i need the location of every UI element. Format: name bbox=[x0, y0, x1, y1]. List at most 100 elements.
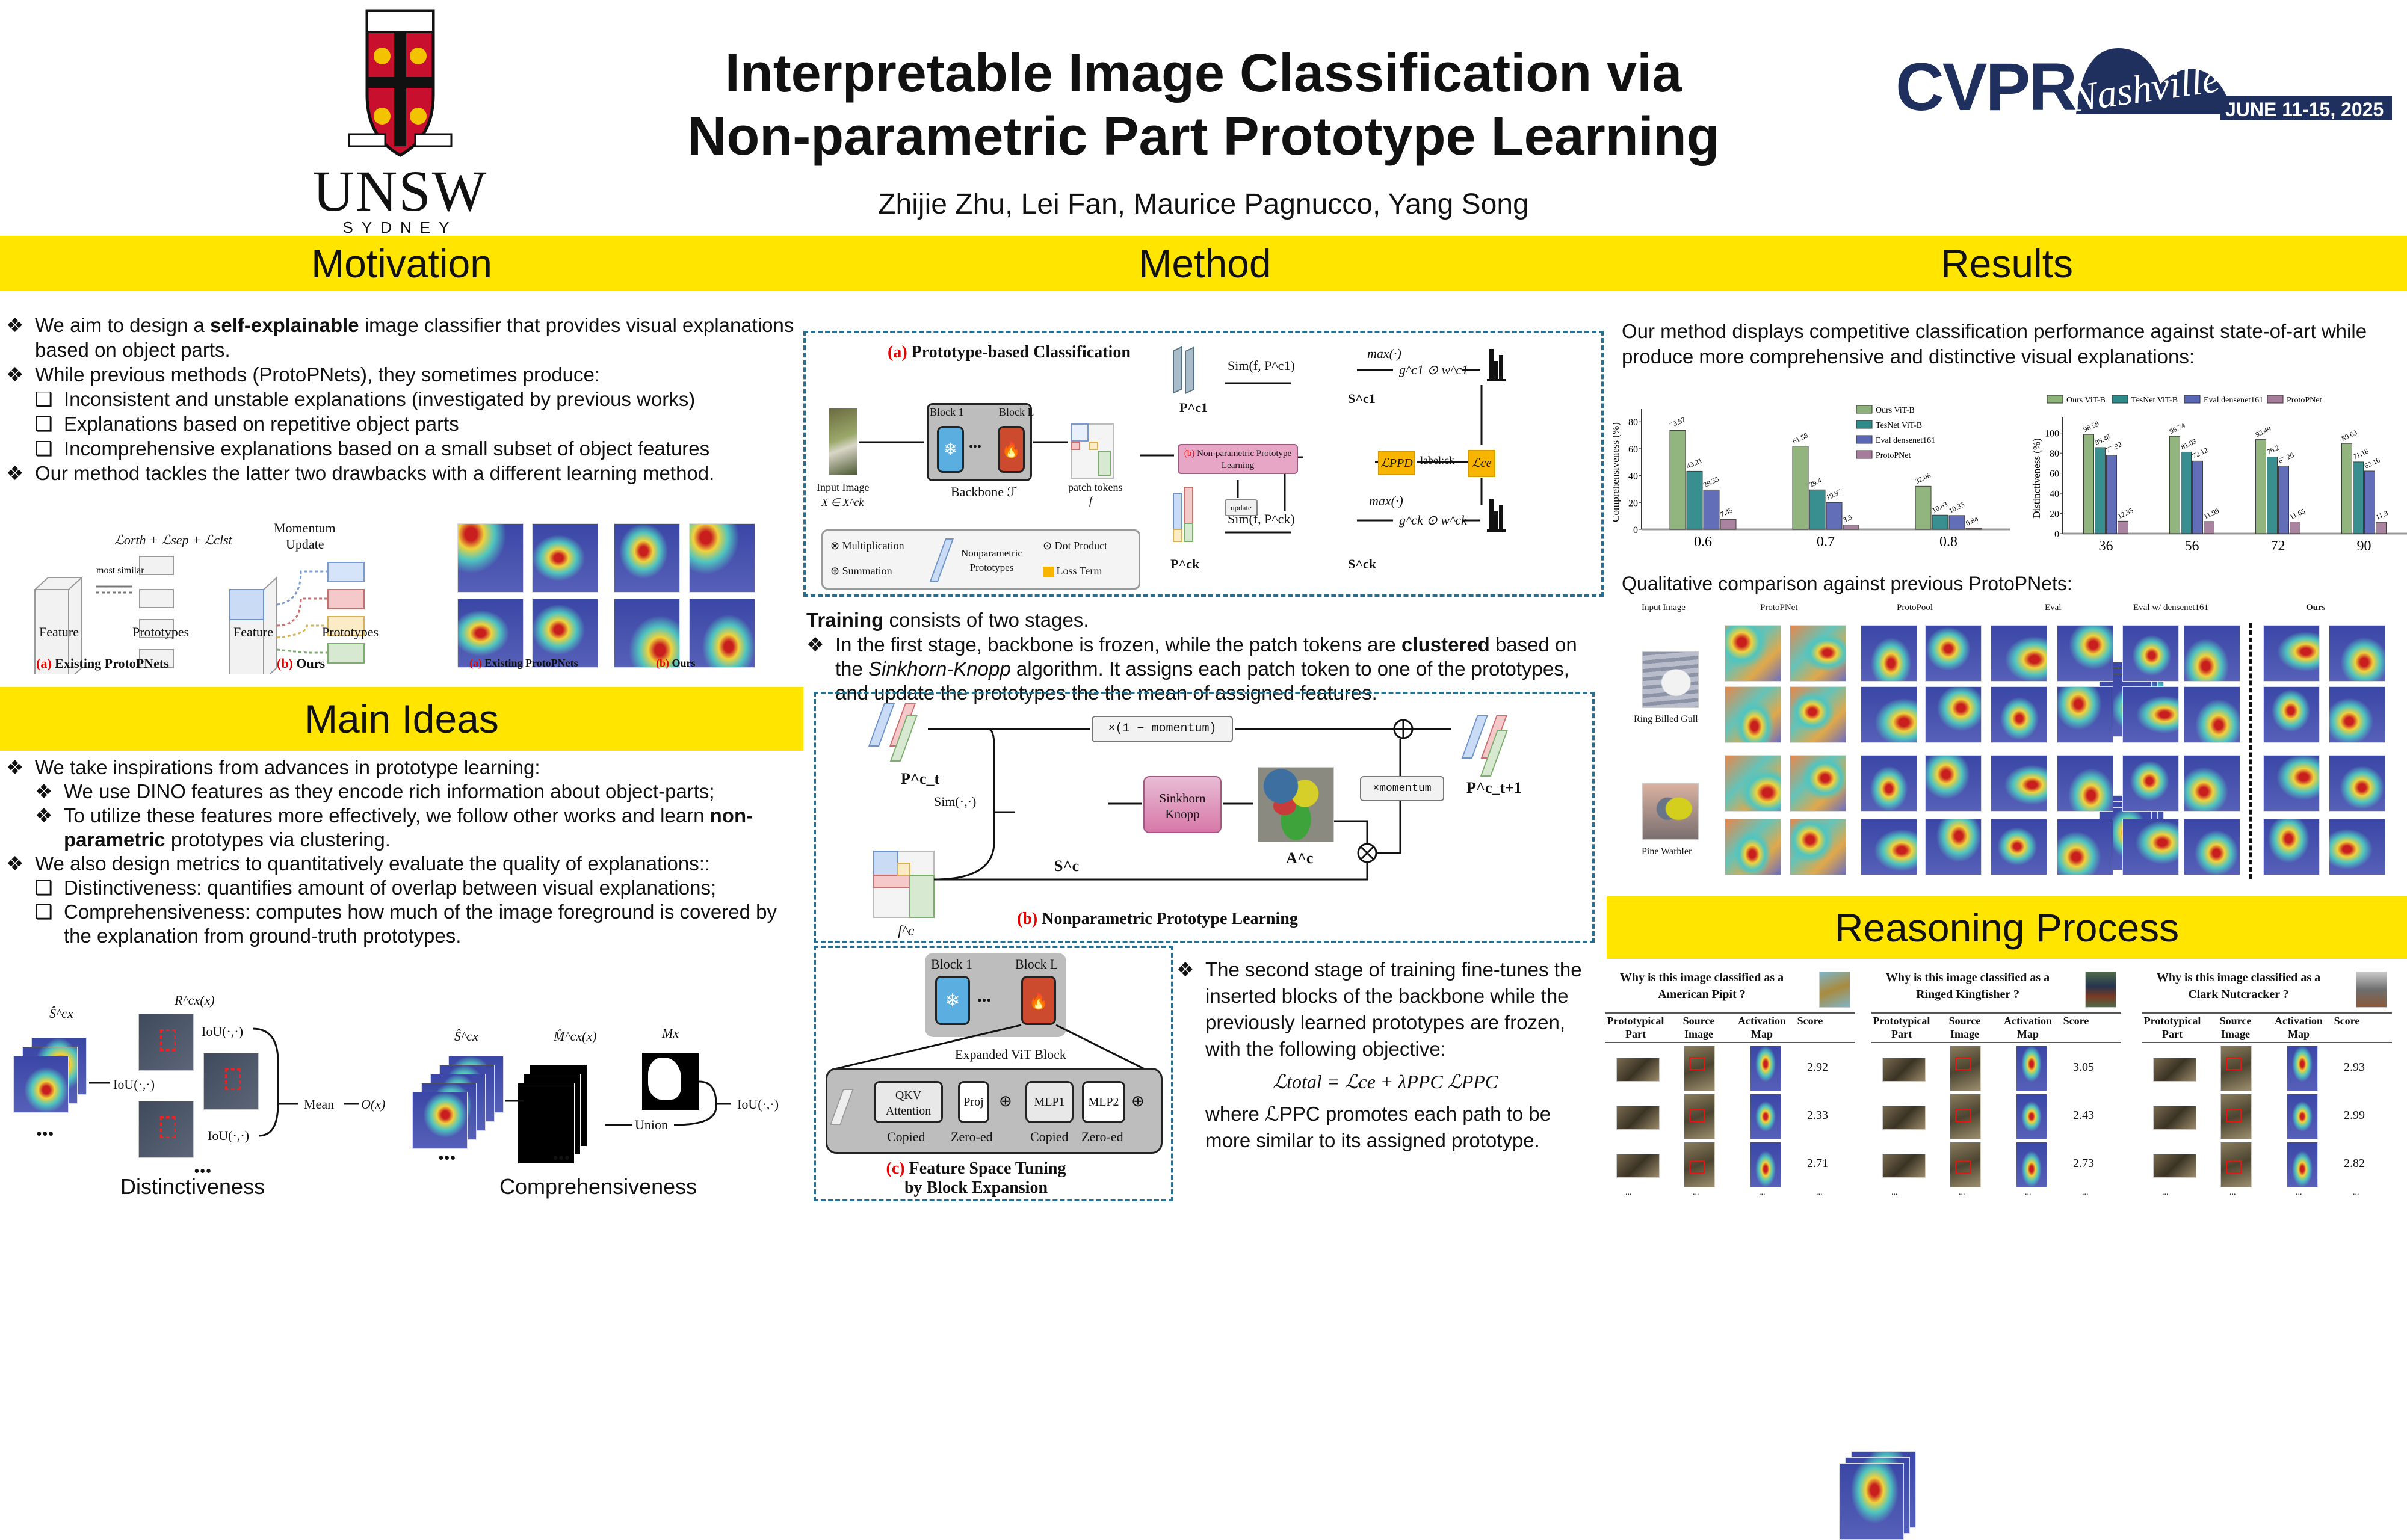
bar bbox=[1703, 489, 1720, 530]
prototypes-label: Prototypes bbox=[132, 624, 190, 639]
ellipsis: ••• bbox=[969, 440, 982, 454]
mask bbox=[518, 1083, 575, 1164]
s-label: S^c bbox=[1054, 857, 1080, 875]
explanation-heatmap bbox=[614, 523, 680, 593]
comparison-heatmap bbox=[1790, 686, 1846, 743]
text: prototypes via clustering. bbox=[165, 828, 391, 851]
block-l-label: Block L bbox=[999, 406, 1034, 418]
fig-b-diagram bbox=[868, 703, 1508, 918]
data-label: 73.57 bbox=[1668, 415, 1686, 430]
idea-subbullet: ❑Comprehensiveness: computes how much of… bbox=[6, 900, 794, 948]
comparison-heatmap bbox=[1925, 755, 1982, 812]
part-bounding-box bbox=[1689, 1057, 1705, 1070]
caption-text: Ours bbox=[292, 656, 326, 671]
legend-swatch bbox=[2267, 395, 2284, 404]
summation-icon: ⊕ bbox=[1131, 1092, 1145, 1110]
column-header: Source Image bbox=[2219, 1015, 2252, 1040]
text: Distinctiveness: quantifies amount of ov… bbox=[64, 876, 717, 899]
region-box bbox=[160, 1116, 176, 1138]
x-tick-label: 0.8 bbox=[1939, 534, 1957, 550]
table-rule bbox=[1605, 1012, 1855, 1014]
results-heading: Results bbox=[1607, 236, 2407, 291]
ellipsis: ••• bbox=[552, 1149, 570, 1168]
mean-label: Mean bbox=[304, 1097, 335, 1112]
y-tick-label: 80 bbox=[2050, 449, 2059, 459]
fig-title: Prototype-based Classification bbox=[907, 343, 1131, 362]
unsw-sydney: SYDNEY bbox=[342, 218, 458, 236]
qualitative-caption: Qualitative comparison against previous … bbox=[1622, 573, 2072, 594]
gk-label: g^ck ⊙ w^ck bbox=[1399, 513, 1467, 528]
comparison-heatmap bbox=[1991, 686, 2047, 743]
data-label: 11.65 bbox=[2288, 507, 2307, 521]
table-rule bbox=[2142, 1012, 2392, 1014]
legend-label: Ours ViT-B bbox=[2066, 396, 2106, 405]
fig-letter: (a) bbox=[888, 343, 907, 362]
legend-swatch bbox=[2112, 395, 2128, 404]
query-image bbox=[2085, 972, 2116, 1008]
reasoning-question: Why is this image classified as a bbox=[1619, 971, 1784, 984]
proj-block: Proj bbox=[958, 1081, 989, 1123]
data-label: 11.3 bbox=[2375, 508, 2390, 521]
caption-letter: (a) bbox=[36, 656, 52, 671]
legend-label: Eval densenet161 bbox=[2204, 396, 2263, 405]
data-label: 96.74 bbox=[2168, 421, 2186, 436]
ellipsis: ••• bbox=[194, 1162, 212, 1181]
prototypical-part bbox=[2153, 1058, 2196, 1082]
part-bounding-box bbox=[2226, 1109, 2242, 1122]
motivation-bullet: ❖While previous methods (ProtoPNets), th… bbox=[6, 362, 800, 387]
comparison-heatmap bbox=[1925, 819, 1982, 875]
zeroed-label: Zero-ed bbox=[1081, 1129, 1123, 1144]
bar bbox=[2376, 522, 2387, 534]
part-bounding-box bbox=[1955, 1160, 1971, 1174]
text: Our method tackles the latter two drawba… bbox=[35, 462, 715, 484]
fig-title: Nonparametric Prototype Learning bbox=[1037, 910, 1298, 928]
activation-map bbox=[2287, 1046, 2318, 1091]
max-label: max(·) bbox=[1369, 493, 1403, 508]
square-bullet-icon: ❑ bbox=[35, 437, 53, 460]
fig-c-title: (c) Feature Space Tuning by Block Expans… bbox=[850, 1159, 1102, 1198]
idea-subbullet: ❖We use DINO features as they encode ric… bbox=[6, 780, 794, 804]
stage2-after: where ℒPPC promotes each path to be more… bbox=[1205, 1103, 1551, 1151]
idea-bullet: ❖We take inspirations from advances in p… bbox=[6, 756, 794, 780]
score: 2.73 bbox=[2073, 1157, 2094, 1170]
column-header: Prototypical Part bbox=[1607, 1015, 1664, 1040]
region-box bbox=[225, 1068, 241, 1090]
text: Incomprehensive explanations based on a … bbox=[64, 437, 710, 460]
comparison-heatmap bbox=[2122, 819, 2179, 875]
data-label: 77.92 bbox=[2105, 440, 2123, 454]
data-label: 71.18 bbox=[2352, 447, 2370, 461]
motivation-subbullet: ❑Inconsistent and unstable explanations … bbox=[6, 387, 800, 411]
data-label: 61.88 bbox=[1791, 431, 1809, 445]
block-1-label: Block 1 bbox=[930, 406, 964, 418]
source-image bbox=[1684, 1094, 1715, 1139]
main-ideas-heading: Main Ideas bbox=[0, 687, 803, 751]
block-1-label: Block 1 bbox=[931, 956, 973, 972]
input-image-label: Input Image bbox=[817, 481, 870, 493]
data-label: 10.35 bbox=[1947, 500, 1965, 514]
x-tick-label: 36 bbox=[2099, 538, 2113, 554]
region-crop bbox=[203, 1053, 259, 1110]
ellipsis: ... bbox=[1816, 1188, 1823, 1197]
ellipsis: ••• bbox=[36, 1125, 54, 1144]
f-label: f bbox=[1089, 494, 1093, 507]
ellipsis: ... bbox=[1693, 1188, 1699, 1197]
part-bounding-box bbox=[1689, 1109, 1705, 1122]
momentum-label: Momentum bbox=[274, 520, 336, 535]
motivation-bullet: ❖We aim to design a self-explainable ima… bbox=[6, 313, 800, 362]
part-bounding-box bbox=[1955, 1109, 1971, 1122]
square-bullet-icon: ❑ bbox=[35, 413, 53, 435]
comparison-heatmap bbox=[2263, 625, 2320, 682]
x-tick-label: 72 bbox=[2271, 538, 2285, 554]
fig-a-title: (a) Prototype-based Classification bbox=[888, 343, 1131, 362]
method-heading: Method bbox=[803, 236, 1607, 291]
x-tick-label: 56 bbox=[2185, 538, 2199, 554]
cvpr-logo: CVPR Nashville JUNE 11-15, 2025 bbox=[1896, 24, 2395, 122]
source-image bbox=[2220, 1142, 2252, 1187]
data-label: 98.59 bbox=[2082, 419, 2100, 434]
diamond-bullet-icon: ❖ bbox=[35, 804, 53, 827]
comparison-heatmap bbox=[2122, 686, 2179, 743]
caption-letter: (a) bbox=[469, 657, 482, 669]
data-label: 29.33 bbox=[1702, 475, 1720, 489]
score: 2.71 bbox=[1807, 1157, 1828, 1170]
comparison-heatmap bbox=[1861, 625, 1917, 682]
